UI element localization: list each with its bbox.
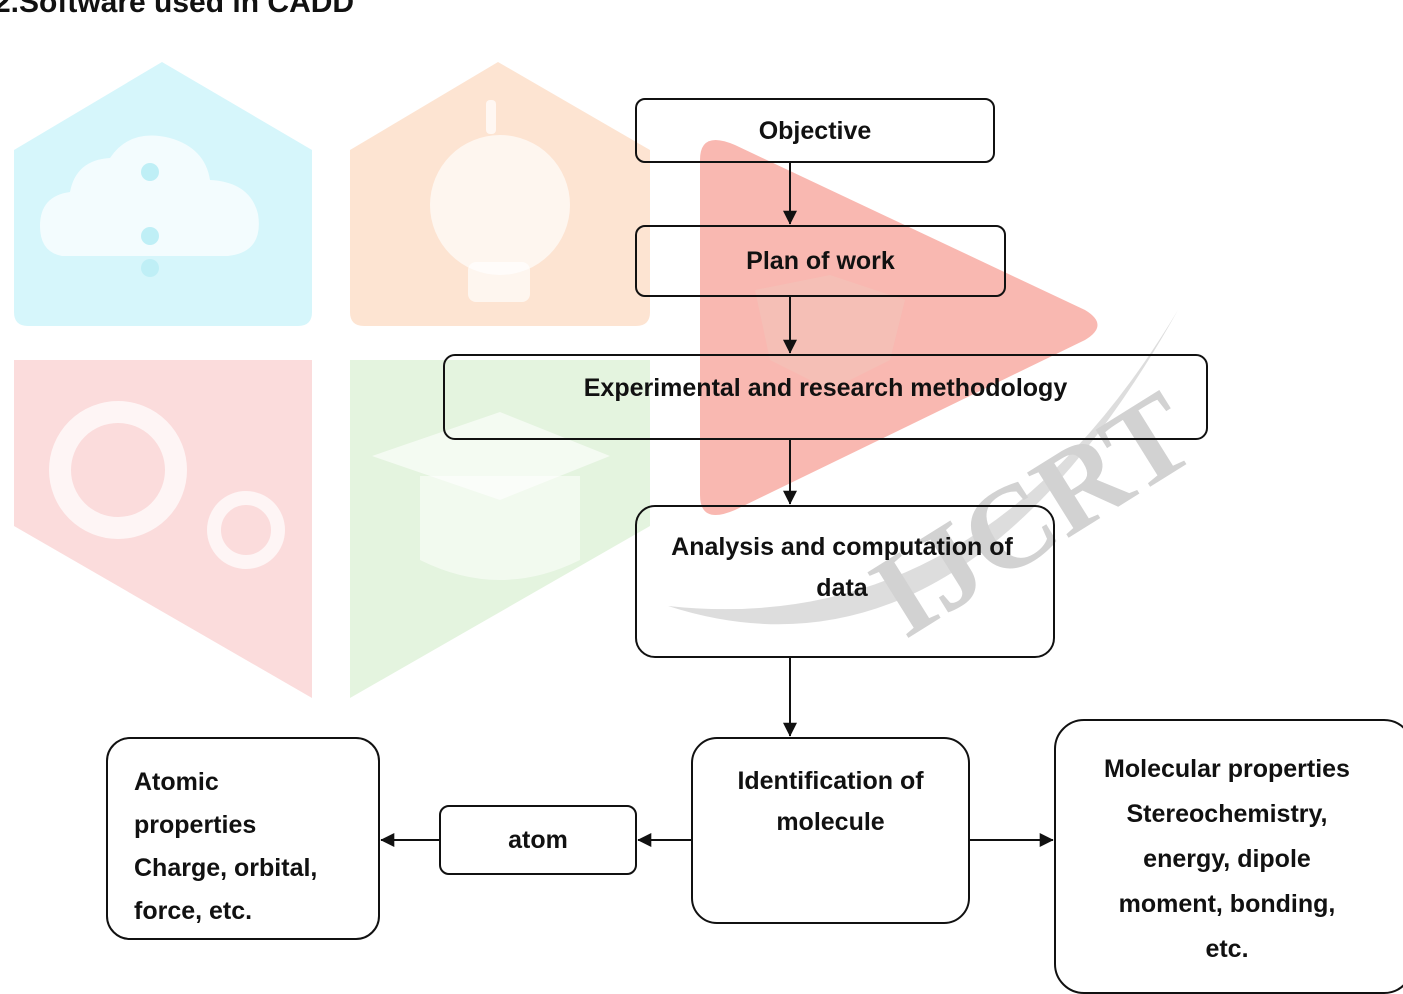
lightbulb-icon bbox=[350, 62, 650, 326]
atom-box: atom bbox=[439, 805, 637, 875]
molecular-properties-box: Molecular properties Stereochemistry, en… bbox=[1054, 719, 1403, 994]
molecular-properties-line: Molecular properties bbox=[1104, 755, 1350, 783]
identification-label: Identification of molecule bbox=[737, 767, 924, 837]
atomic-properties-line: Charge, orbital, bbox=[134, 854, 318, 882]
molecular-properties-line: energy, dipole bbox=[1143, 845, 1311, 873]
analysis-box: Analysis and computation of data bbox=[635, 505, 1055, 658]
methodology-box: Experimental and research methodology bbox=[443, 354, 1208, 440]
molecular-properties-line: Stereochemistry, bbox=[1126, 800, 1328, 828]
identification-box: Identification of molecule bbox=[691, 737, 970, 924]
atomic-properties-line: force, etc. bbox=[134, 897, 253, 925]
objective-label: Objective bbox=[758, 116, 872, 145]
methodology-label: Experimental and research methodology bbox=[583, 374, 1068, 402]
gear-icon bbox=[14, 360, 312, 698]
molecular-properties-line: etc. bbox=[1205, 935, 1249, 963]
graduation-cap-icon bbox=[350, 360, 650, 698]
atomic-properties-box: Atomic properties Charge, orbital, force… bbox=[106, 737, 380, 940]
plan-of-work-box: Plan of work bbox=[635, 225, 1006, 297]
molecular-properties-line: moment, bonding, bbox=[1118, 890, 1336, 918]
atom-label: atom bbox=[508, 826, 568, 854]
play-book-icon bbox=[700, 140, 1098, 515]
objective-box: Objective bbox=[635, 98, 995, 163]
atomic-properties-line: properties bbox=[134, 811, 257, 839]
plan-of-work-label: Plan of work bbox=[746, 247, 895, 275]
section-heading: 2.Software used in CADD bbox=[0, 0, 355, 19]
analysis-label: Analysis and computation of data bbox=[671, 533, 1013, 603]
cloud-circuit-icon bbox=[14, 62, 312, 326]
atomic-properties-line: Atomic bbox=[134, 768, 219, 796]
